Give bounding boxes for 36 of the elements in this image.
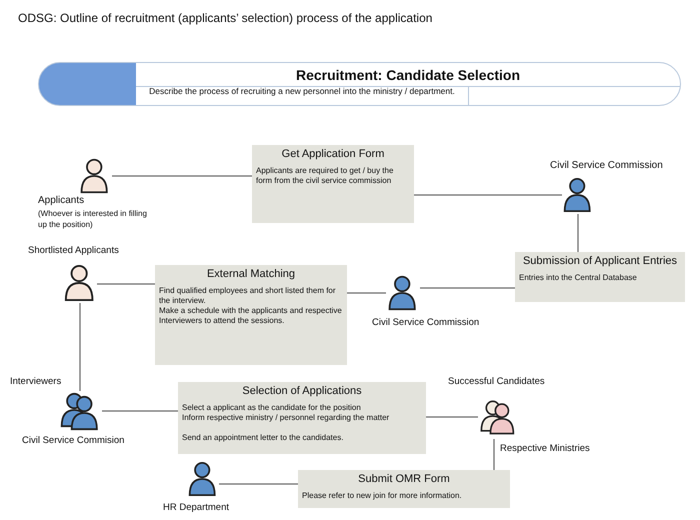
actor-label: Civil Service Commission (372, 317, 480, 328)
banner-heading: Recruitment: Candidate Selection (136, 64, 680, 87)
box-text: Please refer to new join for more information. (302, 491, 463, 501)
actor-label: Applicants (38, 195, 86, 206)
box-heading: Submit OMR Form (357, 473, 451, 486)
actor-label: Civil Service Commission (550, 160, 664, 171)
process-box (178, 382, 426, 454)
box-text: Applicants are required to get / buy the form from the civil service commission (256, 166, 394, 186)
connector-line (426, 416, 478, 418)
diagram-title: ODSG: Outline of recruitment (applicants’ selection) process of the application (18, 11, 432, 25)
process-box (515, 252, 685, 302)
actor-label: Interviewers (10, 376, 62, 387)
process-box (155, 265, 347, 365)
box-text: Select a applicant as the candidate for the position (182, 403, 362, 413)
actor-label: Shortlisted Applicants (28, 245, 120, 256)
actor-label: Civil Service Commision (22, 435, 126, 446)
box-text: Send an appointment letter to the candidates. (182, 433, 344, 443)
header-banner (38, 62, 681, 106)
connector-line (346, 292, 386, 294)
box-text: Inform respective ministry / personnel regarding the matter (182, 413, 390, 423)
box-text: Entries into the Central Database (519, 273, 638, 283)
box-text: Make a schedule with the applicants and respective Interviewers to attend the sessions. (159, 306, 343, 326)
connector-line (102, 410, 178, 412)
box-heading: Selection of Applications (241, 385, 363, 398)
actor-label: Successful Candidates (448, 376, 546, 387)
actor-label: Respective Ministries (500, 443, 591, 454)
actor-label: HR Department (163, 502, 230, 513)
banner-description: Describe the process of recruiting a new personnel into the ministry / department. (136, 87, 469, 105)
box-text: Find qualified employees and short listed them for the interview. (159, 286, 337, 306)
box-heading: External Matching (206, 268, 296, 281)
process-box (252, 145, 414, 223)
actor-label: (Whoever is interested in filling up the position) (38, 208, 148, 230)
connector-line (414, 194, 562, 196)
box-heading: Get Application Form (280, 148, 386, 161)
process-box (298, 470, 510, 508)
box-heading: Submission of Applicant Entries (522, 255, 678, 268)
